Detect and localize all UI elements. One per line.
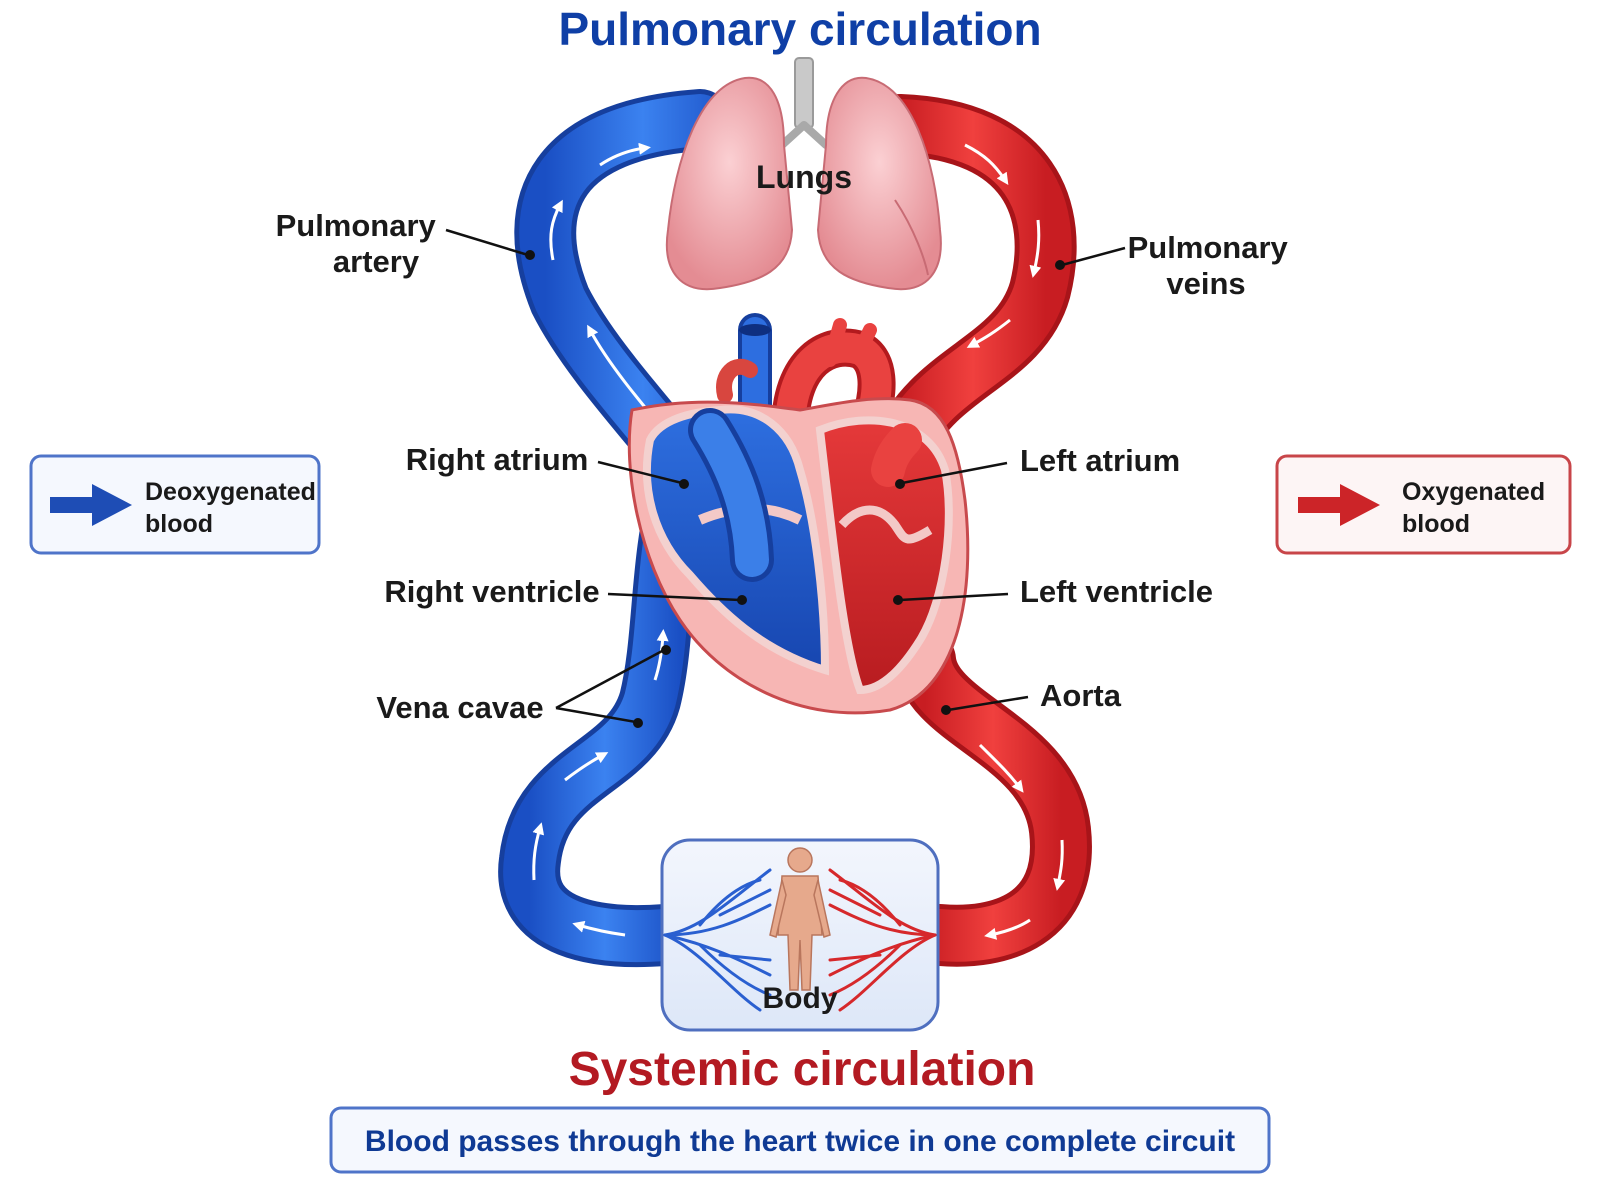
aorta-vessel [894,629,1092,967]
caption-box: Blood passes through the heart twice in … [329,1106,1271,1174]
vena-cavae-vessel [498,459,711,968]
caption-text: Blood passes through the heart twice in … [365,1125,1235,1158]
heart [627,313,970,715]
red-arrow-icon [1298,484,1380,526]
aorta-text: Aorta [1040,678,1122,713]
label-pulmonary-artery: Pulmonary artery [276,208,535,279]
pulmonary-veins-line-2: veins [1166,266,1245,301]
label-pulmonary-veins: Pulmonary veins [1055,230,1297,301]
label-vena-cavae: Vena cavae [376,645,671,728]
svg-text:Oxygenated blood: Oxygenated blood [1402,478,1552,538]
pulmonary-veins-vessel [869,94,1077,471]
right-ventricle-text: Right ventricle [384,574,599,609]
pulmonary-artery-line-1: Pulmonary [276,208,437,243]
body-label: Body [763,982,838,1015]
legend-oxygenated-line-2: blood [1402,510,1470,538]
svg-text:Pulmonary veins: Pulmonary veins [1128,230,1297,301]
label-right-atrium: Right atrium [406,442,689,489]
human-figure [769,847,831,991]
legend-deoxygenated: Deoxygenated blood [29,454,323,555]
legend-deoxygenated-line-2: blood [145,510,213,538]
label-left-atrium: Left atrium [895,443,1180,489]
svg-text:Deoxygenated blood: Deoxygenated blood [145,478,323,538]
legend-deoxygenated-line-1: Deoxygenated [145,478,316,506]
vena-cavae-text: Vena cavae [376,690,543,725]
left-ventricle-text: Left ventricle [1020,574,1213,609]
lungs-label: Lungs [756,159,852,195]
legend-oxygenated-line-1: Oxygenated [1402,478,1545,506]
label-right-ventricle: Right ventricle [384,574,747,609]
title-pulmonary-circulation: Pulmonary circulation [558,3,1041,55]
blue-arrow-icon [50,484,132,526]
pulmonary-artery-line-2: artery [333,244,420,279]
left-atrium-text: Left atrium [1020,443,1180,478]
title-systemic-circulation: Systemic circulation [569,1043,1036,1096]
label-left-ventricle: Left ventricle [893,574,1213,609]
svg-text:Pulmonary artery: Pulmonary artery [276,208,445,279]
pulmonary-veins-line-1: Pulmonary [1128,230,1289,265]
legend-oxygenated: Oxygenated blood [1275,454,1572,555]
lungs: Lungs [665,57,942,291]
right-atrium-text: Right atrium [406,442,589,477]
body-box: Body [660,838,940,1032]
label-aorta: Aorta [941,678,1122,715]
